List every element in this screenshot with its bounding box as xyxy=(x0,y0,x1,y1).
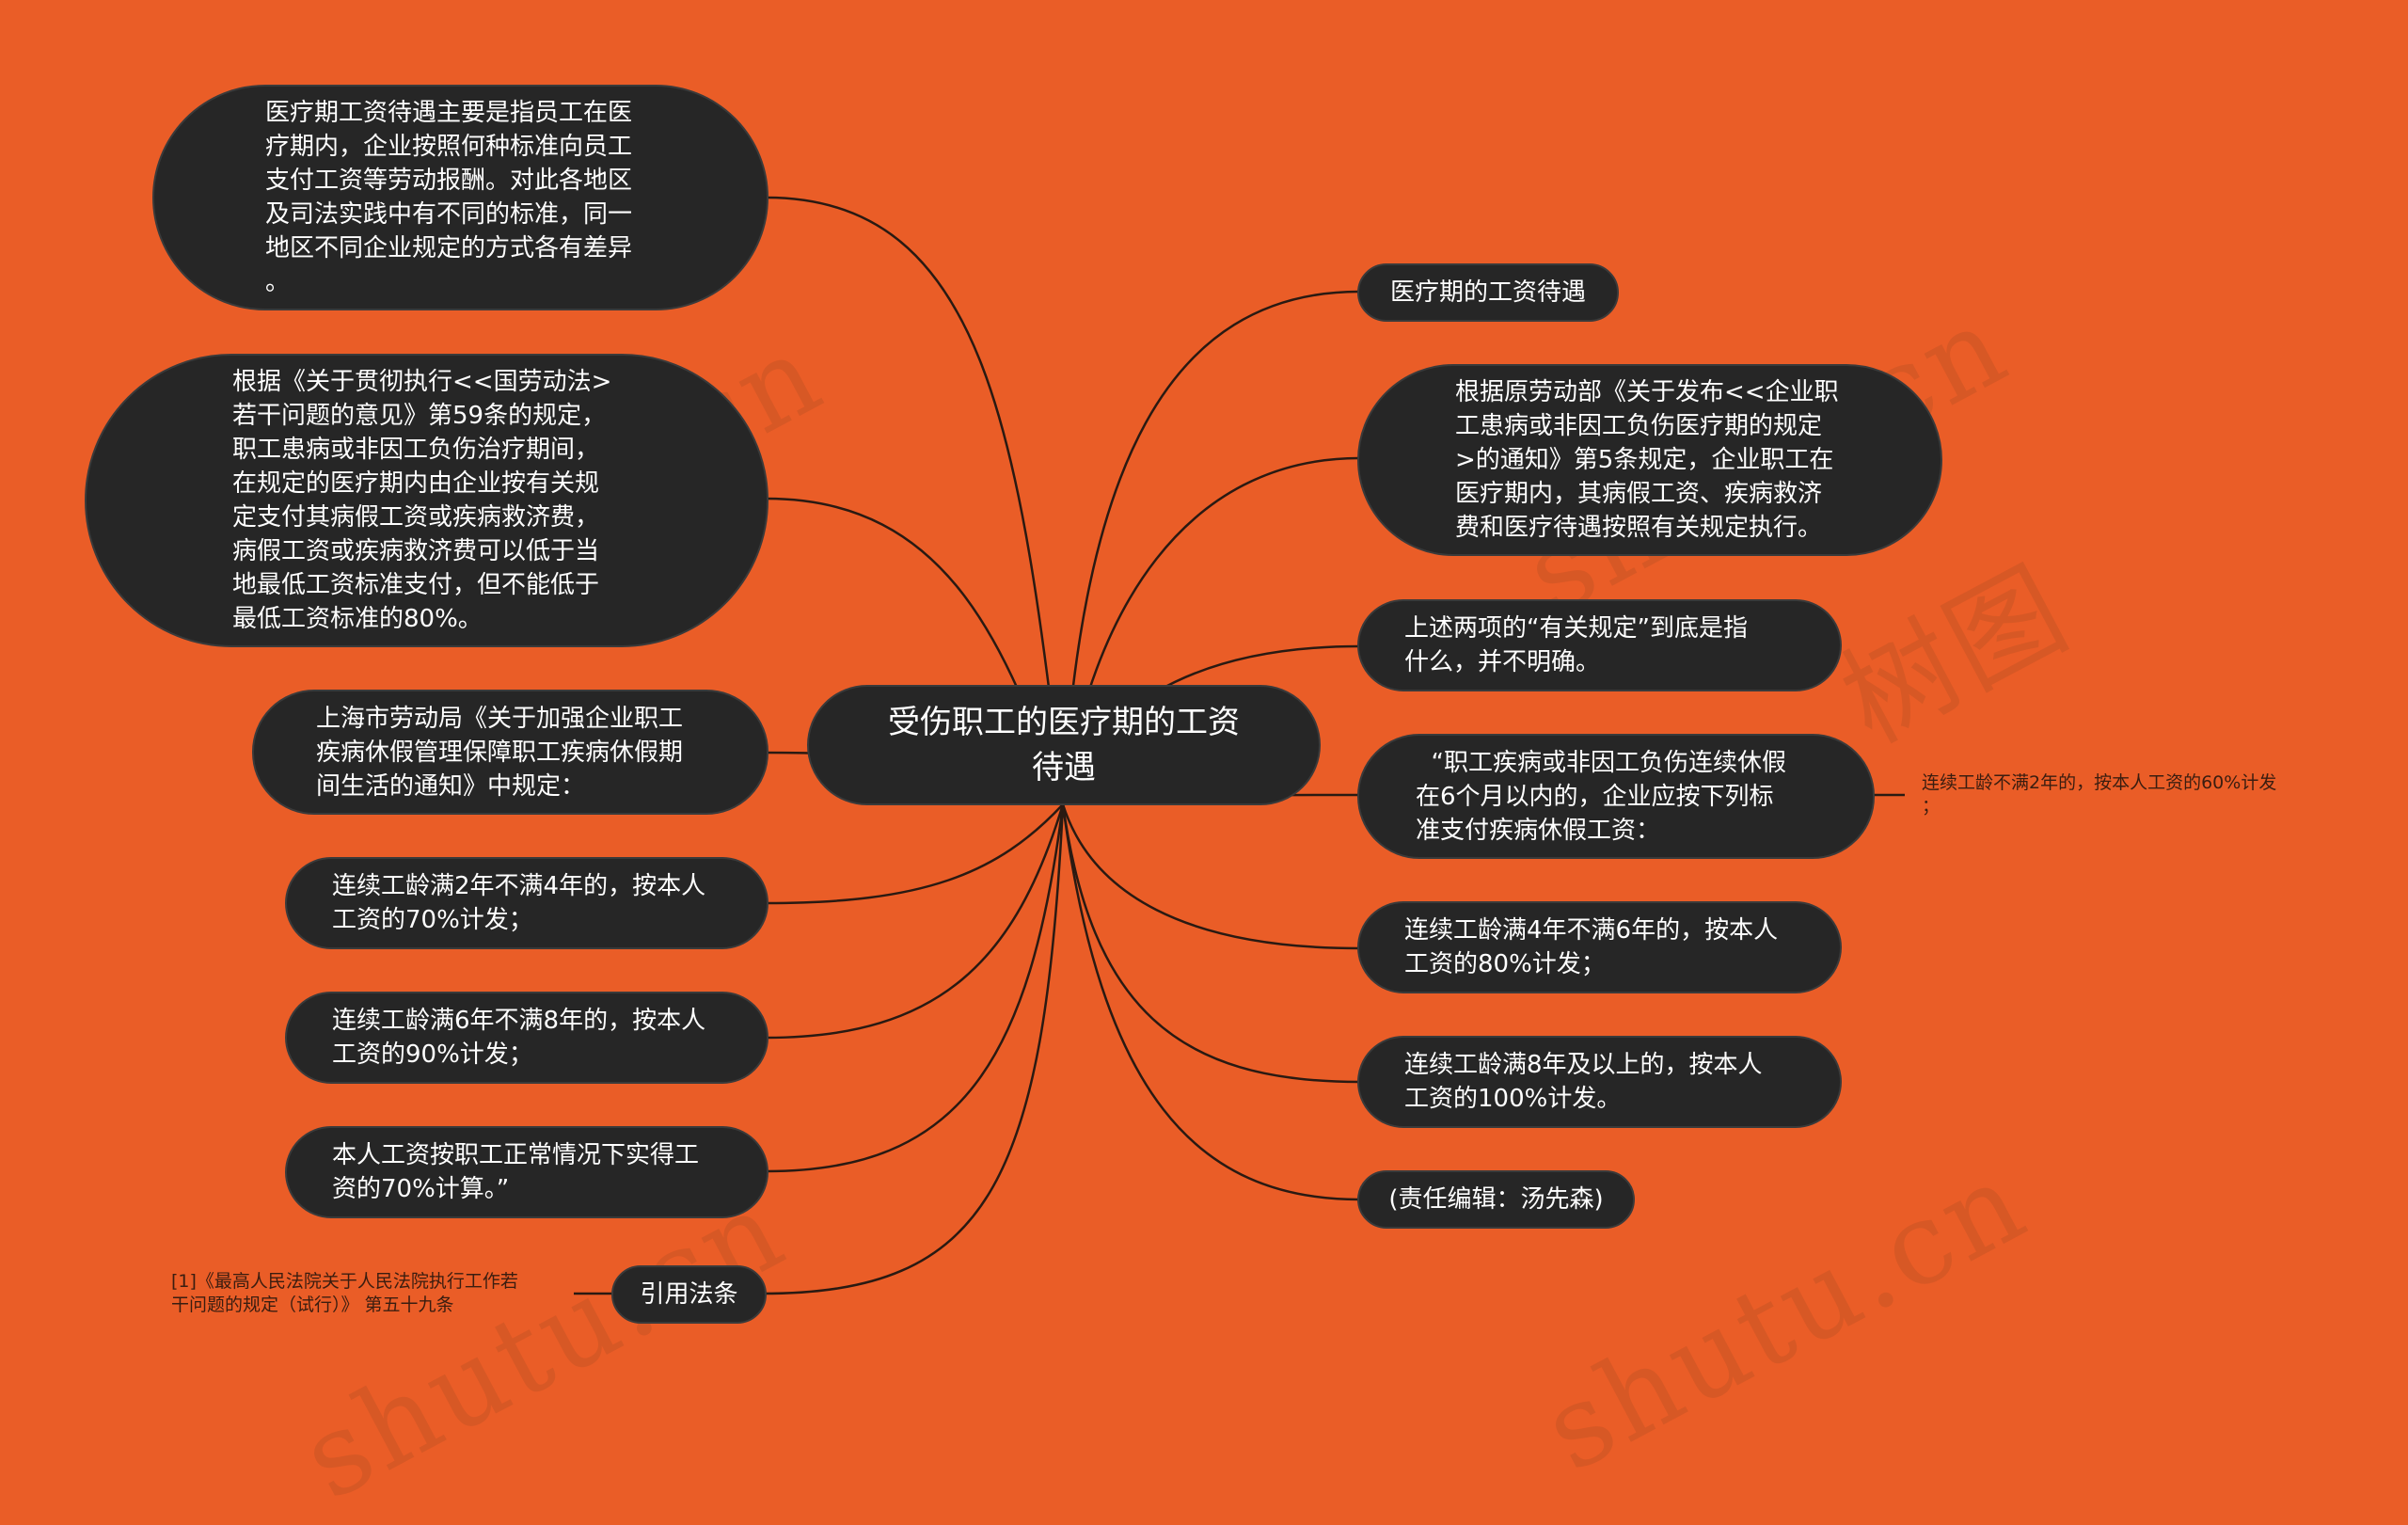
annotation-supreme-court-reference: [1]《最高人民法院关于人民法院执行工作若 干问题的规定（试行）》 第五十九条 xyxy=(171,1271,518,1315)
node-left-medical-wage-definition[interactable]: 医疗期工资待遇主要是指员工在医 疗期内，企业按照何种标准向员工 支付工资等劳动报… xyxy=(152,85,768,310)
connector-left-5 xyxy=(766,803,1065,1040)
connector-left-7 xyxy=(761,803,1065,1295)
node-right-sick-leave-standard[interactable]: “职工疾病或非因工负伤连续休假 在6个月以内的，企业应按下列标 准支付疾病休假工… xyxy=(1357,734,1875,859)
node-label: 医疗期工资待遇主要是指员工在医 疗期内，企业按照何种标准向员工 支付工资等劳动报… xyxy=(265,99,633,296)
node-label: 连续工龄满6年不满8年的，按本人 工资的90%计发； xyxy=(332,1007,706,1069)
node-right-unclear-regulation[interactable]: 上述两项的“有关规定”到底是指 什么，并不明确。 xyxy=(1357,599,1842,691)
node-label: 本人工资按职工正常情况下实得工 资的70%计算。” xyxy=(332,1141,700,1203)
node-label: 根据原劳动部《关于发布<<企业职 工患病或非因工负伤医疗期的规定 >的通知》第5… xyxy=(1455,378,1839,542)
node-label: 根据《关于贯彻执行<<国劳动法> 若干问题的意见》第59条的规定， 职工患病或非… xyxy=(232,368,612,633)
mindmap-canvas: shutu.cn shutu.cn shutu.cn shutu.cn 树图 受… xyxy=(85,85,2277,1525)
node-left-shanghai-notice[interactable]: 上海市劳动局《关于加强企业职工 疾病休假管理保障职工疾病休假期 间生活的通知》中… xyxy=(252,690,768,815)
node-left-seniority-6-8[interactable]: 连续工龄满6年不满8年的，按本人 工资的90%计发； xyxy=(285,992,768,1084)
node-label: 连续工龄满8年及以上的，按本人 工资的100%计发。 xyxy=(1404,1051,1763,1113)
connector-right-6 xyxy=(1061,803,1360,1084)
node-left-labor-law-article-59[interactable]: 根据《关于贯彻执行<<国劳动法> 若干问题的意见》第59条的规定， 职工患病或非… xyxy=(85,354,768,647)
node-label: 医疗期的工资待遇 xyxy=(1389,278,1586,307)
connector-right-1 xyxy=(1061,290,1360,805)
node-label: 引用法条 xyxy=(640,1280,738,1309)
node-label: “职工疾病或非因工负伤连续休假 在6个月以内的，企业应按下列标 准支付疾病休假工… xyxy=(1416,748,1787,845)
connector-left-4 xyxy=(766,803,1064,905)
annotation-seniority-under-2: 连续工龄不满2年的，按本人工资的60%计发 ； xyxy=(1922,772,2277,817)
central-topic[interactable]: 受伤职工的医疗期的工资 待遇 xyxy=(807,685,1321,805)
node-label: (责任编辑：汤先森) xyxy=(1388,1185,1604,1214)
central-topic-label: 受伤职工的医疗期的工资 待遇 xyxy=(888,704,1240,786)
node-left-cited-law[interactable]: 引用法条 xyxy=(611,1265,767,1324)
node-label: 连续工龄满4年不满6年的，按本人 工资的80%计发； xyxy=(1404,916,1779,978)
node-right-seniority-8-plus[interactable]: 连续工龄满8年及以上的，按本人 工资的100%计发。 xyxy=(1357,1036,1842,1128)
connector-left-6 xyxy=(766,803,1065,1173)
node-label: 上述两项的“有关规定”到底是指 什么，并不明确。 xyxy=(1404,614,1748,676)
connector-right-7 xyxy=(1061,803,1360,1201)
node-left-wage-basis[interactable]: 本人工资按职工正常情况下实得工 资的70%计算。” xyxy=(285,1126,768,1218)
node-label: 上海市劳动局《关于加强企业职工 疾病休假管理保障职工疾病休假期 间生活的通知》中… xyxy=(316,704,684,801)
node-right-seniority-4-6[interactable]: 连续工龄满4年不满6年的，按本人 工资的80%计发； xyxy=(1357,901,1842,993)
node-left-seniority-2-4[interactable]: 连续工龄满2年不满4年的，按本人 工资的70%计发； xyxy=(285,857,768,949)
node-right-ministry-article-5[interactable]: 根据原劳动部《关于发布<<企业职 工患病或非因工负伤医疗期的规定 >的通知》第5… xyxy=(1357,364,1942,556)
connector-right-5 xyxy=(1061,803,1360,950)
node-right-medical-wage-treatment[interactable]: 医疗期的工资待遇 xyxy=(1357,263,1619,322)
node-right-editor[interactable]: (责任编辑：汤先森) xyxy=(1357,1170,1635,1229)
connector-left-1 xyxy=(766,196,1065,805)
node-label: 连续工龄满2年不满4年的，按本人 工资的70%计发； xyxy=(332,872,706,934)
